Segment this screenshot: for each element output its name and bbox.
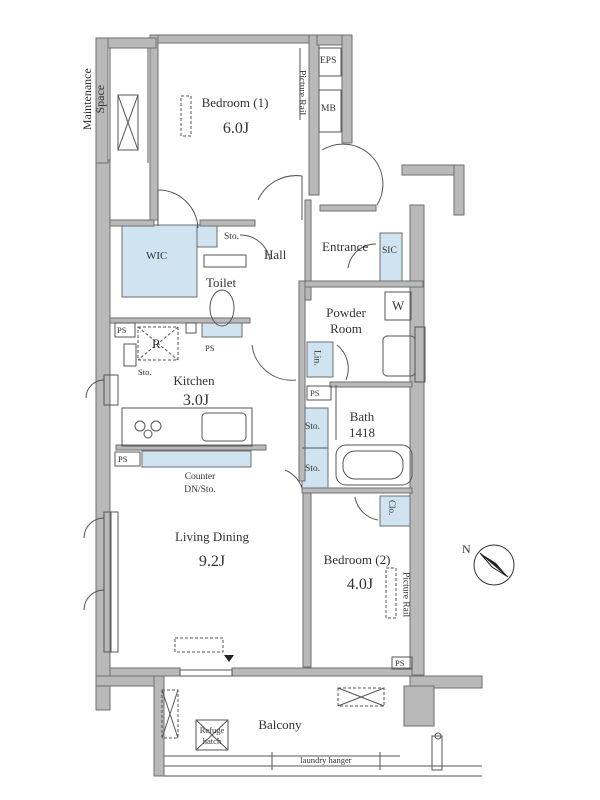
hall-label: Hall — [264, 247, 287, 262]
eps-label: EPS — [320, 56, 337, 66]
kitchen-label: Kitchen — [173, 373, 215, 388]
picture-rail-label-2: Picture Rail — [400, 572, 411, 618]
living-dining-area: 9.2J — [198, 553, 226, 570]
sto-label-kitchen: Sto. — [138, 367, 152, 377]
mb-label: MB — [321, 104, 336, 114]
ps-label-1: PS — [117, 325, 127, 335]
ps-label-5: PS — [395, 658, 405, 668]
picture-rail-label-1: Picture Rail — [296, 70, 307, 116]
north-label: N — [462, 542, 471, 556]
bath-size: 1418 — [349, 425, 375, 440]
clo-label: Clo. — [386, 500, 397, 516]
sto-label-hall: Sto. — [224, 232, 240, 242]
ps-label-4: PS — [118, 454, 128, 464]
bath-label: Bath — [349, 409, 375, 424]
walls — [95, 34, 483, 777]
kitchen-area: 3.0J — [182, 392, 210, 409]
entrance-label: Entrance — [322, 239, 369, 254]
bedroom2-label: Bedroom (2) — [323, 552, 391, 567]
bedroom2-area: 4.0J — [346, 576, 374, 593]
toilet-label: Toilet — [206, 275, 237, 290]
ps-label-3: PS — [310, 388, 320, 398]
counter-label: Counter — [184, 472, 216, 482]
dn-sto-label: DN/Sto. — [184, 485, 216, 495]
laundry-hanger-label: laundry hanger — [300, 755, 352, 765]
ps-label-2: PS — [205, 343, 215, 353]
wic-label: WIC — [146, 250, 168, 262]
storage-areas — [121, 224, 411, 527]
sto-label-bath-2: Sto. — [305, 464, 321, 474]
fixtures — [83, 47, 482, 777]
balcony-label: Balcony — [258, 717, 302, 732]
entry-marker — [224, 655, 234, 662]
sto-label-bath-1: Sto. — [305, 422, 321, 432]
living-dining-label: Living Dining — [174, 529, 250, 544]
compass-icon — [473, 544, 515, 586]
hatch-label: hatch — [202, 736, 222, 746]
sic-label: SIC — [382, 246, 397, 256]
bedroom1-area: 6.0J — [222, 120, 250, 137]
r-label: R — [152, 336, 161, 351]
lin-label: Lin. — [311, 350, 322, 366]
powder-label: Powder — [326, 305, 366, 320]
room-label: Room — [330, 321, 362, 336]
w-label: W — [392, 298, 405, 313]
bedroom1-label: Bedroom (1) — [201, 95, 269, 110]
refuge-label: Refuge — [199, 725, 225, 735]
